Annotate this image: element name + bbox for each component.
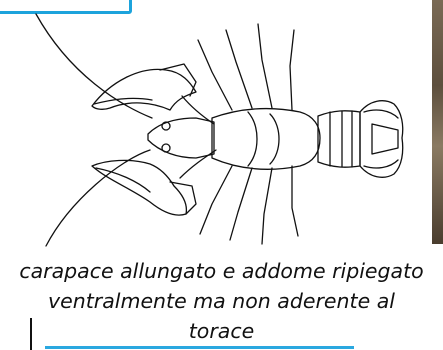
uropod-upper: [364, 110, 398, 118]
leg-upper-3: [258, 24, 272, 108]
telson: [372, 124, 398, 154]
leg-lower-4: [292, 166, 298, 236]
upper-claw: [92, 69, 196, 110]
leg-upper-2: [226, 30, 252, 108]
leg-upper-4: [290, 30, 294, 110]
leg-upper-1: [198, 40, 232, 110]
abdomen: [318, 111, 360, 167]
caption-line-3: torace: [0, 316, 443, 346]
upper-claw-arm: [182, 96, 214, 124]
text-cursor-bar: [30, 318, 32, 350]
leg-lower-1: [200, 166, 232, 234]
lower-claw-finger: [96, 168, 150, 192]
crayfish-illustration: [0, 0, 443, 250]
caption-underline: [45, 346, 354, 349]
caption-line-1: carapace allungato e addome ripiegato: [0, 256, 443, 286]
cervical-groove: [248, 112, 257, 166]
head-rostrum: [148, 118, 214, 158]
branchial-groove: [270, 114, 279, 164]
upper-claw-segment: [160, 64, 196, 96]
figure-caption: carapace allungato e addome ripiegato ve…: [0, 256, 443, 346]
uropod-lower: [364, 160, 398, 168]
eye-lower: [162, 144, 170, 152]
caption-line-2: ventralmente ma non aderente al: [0, 286, 443, 316]
carapace: [212, 109, 320, 170]
tail-fan: [360, 101, 403, 178]
leg-lower-3: [262, 168, 272, 244]
lower-claw: [92, 160, 186, 215]
leg-lower-2: [230, 168, 252, 240]
